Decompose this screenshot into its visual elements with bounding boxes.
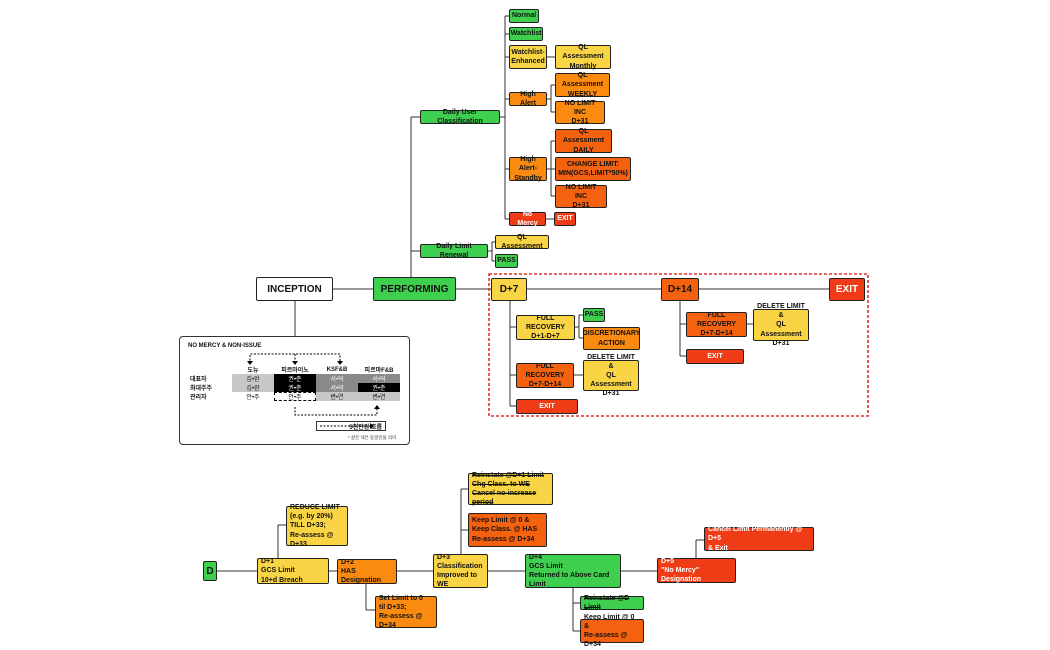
- legend-col-2: 피르마이노: [281, 368, 309, 374]
- node-daily-limit-renewal: Daily Limit Renewal: [420, 243, 488, 259]
- node-discretionary-action: DISCRETIONARY ACTION: [583, 327, 640, 350]
- legend-cell: 김•완: [232, 383, 274, 392]
- node-high-alert-standby: High Alert- Standby: [509, 156, 547, 182]
- legend-cell: 안•주: [246, 395, 260, 401]
- node-cancel-limit: Cancel Limit Permanently @ D+5 & Exit: [704, 526, 814, 552]
- node-ql-weekly: QL Assessment WEEKLY: [555, 72, 610, 98]
- legend-col-1: 도뉴: [247, 368, 259, 374]
- node-no-mercy: No Mercy: [509, 211, 546, 227]
- legend-row-label: 대표자: [190, 377, 207, 383]
- node-full-recovery-d1-d7: FULL RECOVERY D+1-D+7: [516, 315, 575, 340]
- node-normal: Normal: [509, 9, 539, 23]
- flow-key-label: 5천만원 흐름: [349, 424, 382, 431]
- flow-key: 5천만원 흐름: [316, 421, 386, 431]
- node-no-limit-inc-2: NO LIMIT INC D+31: [555, 184, 607, 209]
- node-high-alert: High Alert: [509, 91, 547, 107]
- node-pass-renewal: PASS: [495, 254, 518, 268]
- node-d4: D+4 GCS Limit Returned to Above Card Lim…: [525, 554, 621, 588]
- node-ql-monthly: QL Assessment Monthly: [555, 44, 611, 70]
- node-full-recovery-d7-d14-b: FULL RECOVERY D+7-D+14: [686, 312, 747, 337]
- node-d5: D+5 "No Mercy" Designation: [657, 558, 736, 583]
- node-reinstate-d-limit: Reinstate @D Limit: [580, 595, 644, 611]
- node-pass-d7: PASS: [583, 308, 605, 322]
- node-exit-d7: EXIT: [516, 399, 578, 414]
- legend-cell: 권•춘: [274, 374, 316, 383]
- node-ql-daily: QL Assessment DAILY: [555, 128, 612, 154]
- node-watchlist-enhanced: Watchlist- Enhanced: [509, 45, 547, 69]
- legend-col-3: KSF&B: [326, 366, 348, 373]
- legend-cell: 변•연: [358, 392, 400, 401]
- legend-row-label: 최대주주: [190, 386, 213, 392]
- node-set-limit-0: Set Limit to 0 til D+33; Re-assess @ D+3…: [375, 595, 437, 629]
- node-d2: D+2 HAS Designation: [337, 559, 397, 584]
- node-reinstate: Reinstate @D+1 Limit Chg Class. to WE Ca…: [468, 472, 553, 506]
- node-exit-big: EXIT: [829, 278, 865, 301]
- node-keep-limit-d4: Keep Limit @ 0 & Re-assess @ D+34: [580, 614, 644, 648]
- legend-cell: 서•덕: [316, 383, 358, 392]
- node-exit-no-mercy: EXIT: [554, 212, 576, 226]
- legend-cell: 변•연: [316, 392, 358, 401]
- ownership-legend: NO MERCY & NON-ISSUE 도뉴 피르마이노 KSF&B 피르마F…: [179, 336, 410, 445]
- legend-cell: 서•덕: [316, 374, 358, 383]
- node-full-recovery-d7-d14-a: FULL RECOVERY D+7-D+14: [516, 363, 574, 388]
- node-performing: PERFORMING: [373, 277, 456, 301]
- legend-cell: 김•완: [232, 374, 274, 383]
- legend-col-4: 피르마F&B: [364, 368, 394, 374]
- node-daily-user-classification: Daily User Classification: [420, 109, 500, 125]
- node-no-limit-inc-1: NO LIMIT INC D+31: [555, 100, 605, 125]
- node-delete-limit-a: DELETE LIMIT & QL Assessment D+31: [583, 354, 639, 397]
- node-watchlist: Watchlist: [509, 27, 543, 41]
- flow-arrows: [247, 353, 380, 429]
- node-delete-limit-b: DELETE LIMIT & QL Assessment D+31: [753, 303, 809, 347]
- legend-row-label: 관리자: [190, 395, 207, 401]
- node-d3: D+3 Classification Improved to WE: [433, 554, 488, 588]
- node-keep-limit-has: Keep Limit @ 0 & Keep Class. @ HAS Re-as…: [468, 513, 547, 547]
- legend-title: NO MERCY & NON-ISSUE: [188, 343, 262, 349]
- node-d14: D+14: [661, 278, 699, 301]
- node-ql-assessment: QL Assessment: [495, 234, 549, 250]
- node-d1: D+1 GCS Limit 10+d Breach: [257, 558, 329, 584]
- legend-cell: 권•춘: [274, 383, 316, 392]
- legend-cell: 안•주: [274, 392, 316, 401]
- node-inception: INCEPTION: [256, 277, 333, 301]
- node-exit-d14: EXIT: [686, 349, 744, 364]
- node-d: D: [203, 561, 217, 581]
- node-reduce-limit: REDUCE LIMIT (e.g. by 20%) TILL D+33; Re…: [286, 504, 348, 548]
- legend-cell: 서•덕: [358, 374, 400, 383]
- legend-note: * 같은 색은 동일인을 의미: [348, 435, 397, 440]
- node-d7: D+7: [491, 278, 527, 301]
- node-change-limit: CHANGE LIMIT: MIN(GCS,LIMIT*50%): [555, 157, 631, 181]
- legend-cell: 권•춘: [358, 383, 400, 392]
- ownership-table: 도뉴 피르마이노 KSF&B 피르마F&B 대표자 김•완 권•춘 서•덕 서•…: [188, 365, 400, 401]
